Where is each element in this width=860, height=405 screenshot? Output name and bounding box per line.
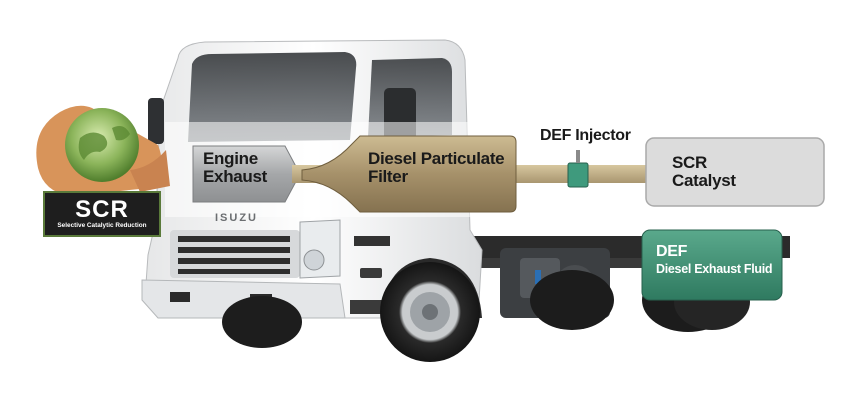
def-injector-label: DEF Injector xyxy=(540,127,631,144)
def-label: DEF xyxy=(656,243,688,260)
scr-logo xyxy=(36,105,170,237)
def-full-label: Diesel Exhaust Fluid xyxy=(656,262,773,276)
def-injector xyxy=(567,162,589,188)
scr-catalyst-label: SCR Catalyst xyxy=(672,153,736,190)
scr-catalyst xyxy=(645,137,825,207)
scr-logo-title: SCR xyxy=(75,196,129,223)
diesel-particulate-filter-label: Diesel Particulate Filter xyxy=(368,149,505,186)
diesel-particulate-filter xyxy=(301,135,517,213)
truck-badge: ISUZU xyxy=(215,212,258,224)
engine-exhaust-label: Engine Exhaust xyxy=(203,149,268,186)
scr-logo-subtitle: Selective Catalytic Reduction xyxy=(57,222,147,229)
def-tank xyxy=(641,229,783,301)
front-tire xyxy=(222,262,480,362)
engine-exhaust-arrow xyxy=(192,145,301,203)
